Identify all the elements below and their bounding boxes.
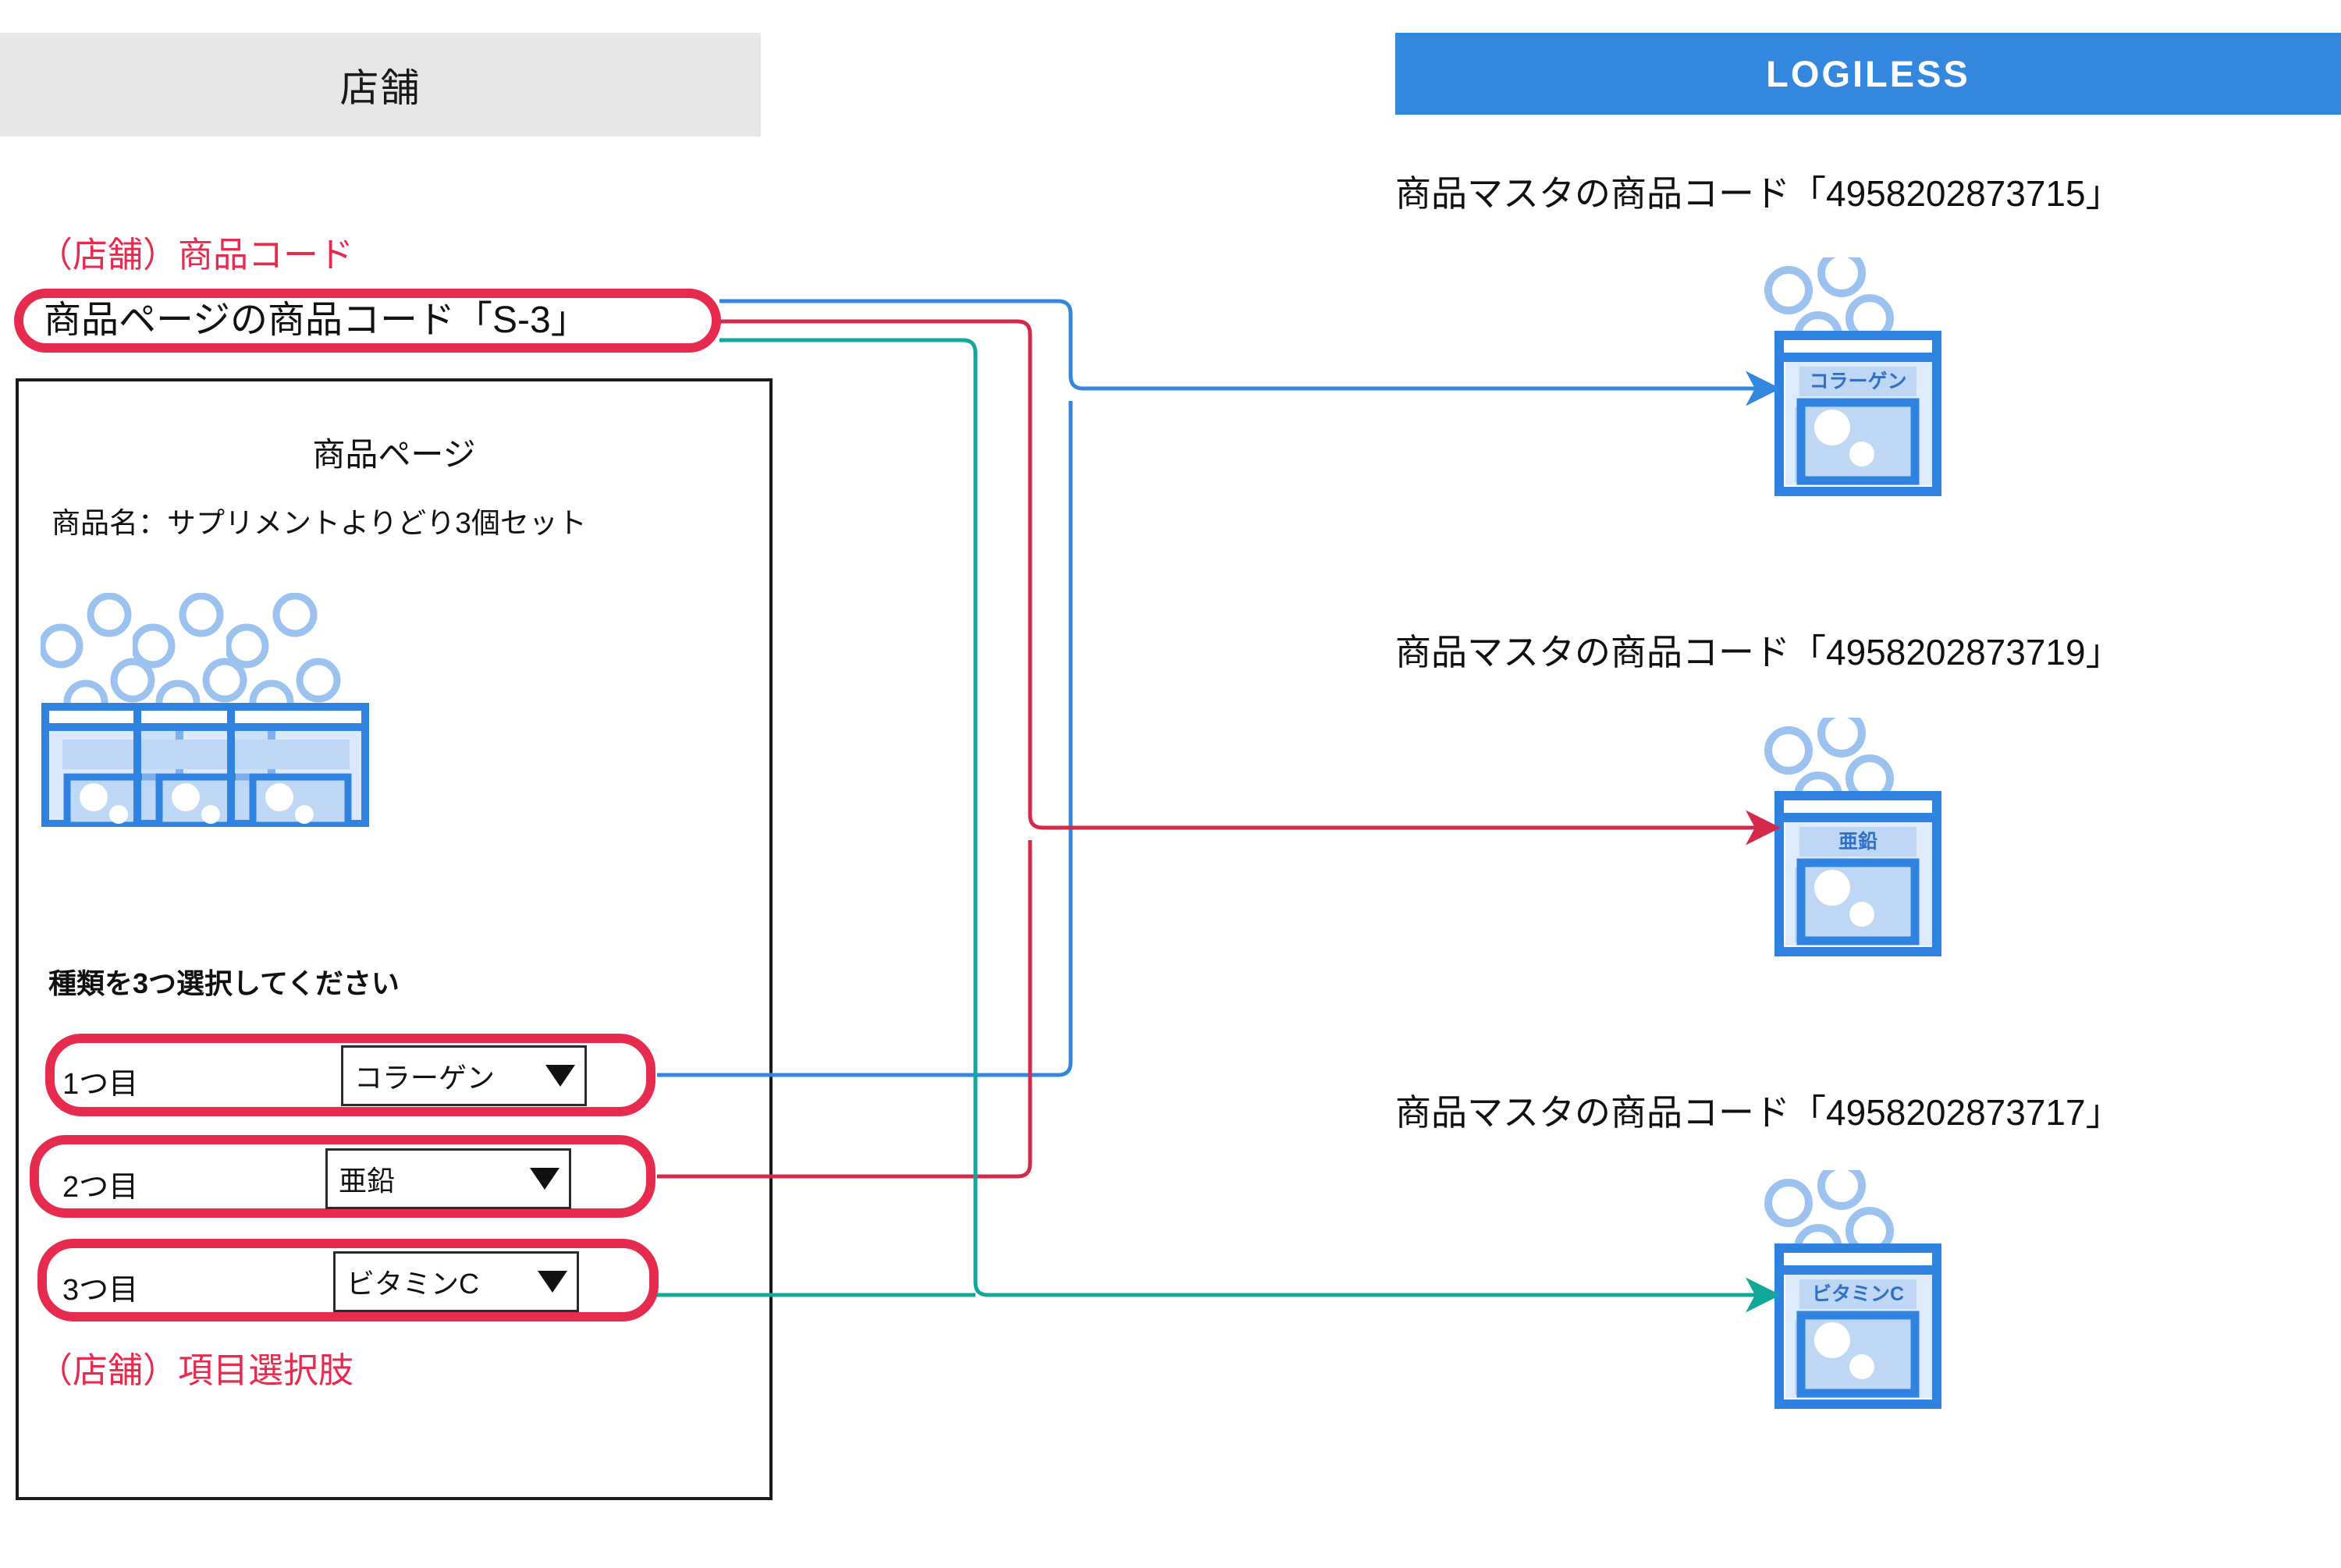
store-option-caption: （店舗）項目選択肢 bbox=[37, 1350, 354, 1390]
choose-instruction-text: 種類を3つ選択してください bbox=[48, 967, 400, 999]
master-packet-icon-1: コラーゲン bbox=[1764, 257, 1966, 538]
product-packet-icon-3 bbox=[226, 593, 390, 827]
master-code-label-1: 商品マスタの商品コード「4958202873715」 bbox=[1395, 173, 2122, 214]
option-3-value: ビタミンC bbox=[346, 1268, 479, 1300]
option-1-value: コラーゲン bbox=[354, 1062, 496, 1094]
option-2-label: 2つ目 bbox=[62, 1171, 139, 1204]
product-name-text: 商品名：サプリメントよりどり3個セット bbox=[52, 507, 587, 539]
master-packet-label-1: コラーゲン bbox=[1809, 371, 1906, 392]
wire-teal-code-to-vitaminc bbox=[719, 338, 1781, 1313]
option-3-label: 3つ目 bbox=[62, 1274, 139, 1307]
store-header-label: 店舗 bbox=[339, 66, 421, 110]
store-code-text: 商品ページの商品コード「S-3」 bbox=[44, 300, 588, 341]
option-2-select[interactable]: 亜鉛 bbox=[325, 1148, 571, 1209]
master-packet-label-2: 亜鉛 bbox=[1838, 830, 1877, 853]
wire-blue-code-to-collagen bbox=[719, 299, 1781, 406]
wire-red-code-to-zinc bbox=[719, 319, 1781, 846]
option-3-select[interactable]: ビタミンC bbox=[333, 1251, 579, 1312]
caret-down-icon bbox=[538, 1271, 567, 1293]
caret-down-icon bbox=[545, 1065, 575, 1087]
product-page-panel: 商品ページ bbox=[16, 378, 773, 1500]
caret-down-icon bbox=[530, 1168, 559, 1190]
master-code-label-2: 商品マスタの商品コード「4958202873719」 bbox=[1395, 632, 2122, 672]
master-packet-icon-2: 亜鉛 bbox=[1764, 718, 1966, 999]
store-code-caption: （店舗）商品コード bbox=[37, 235, 354, 275]
master-packet-label-3: ビタミンC bbox=[1812, 1283, 1904, 1305]
option-2-value: 亜鉛 bbox=[339, 1165, 396, 1197]
option-1-label: 1つ目 bbox=[62, 1068, 139, 1101]
store-code-highlight-pill bbox=[14, 289, 721, 353]
master-code-label-3: 商品マスタの商品コード「4958202873717」 bbox=[1395, 1092, 2122, 1133]
logiless-header-banner: LOGILESS bbox=[1395, 33, 2341, 115]
master-packet-icon-3: ビタミンC bbox=[1764, 1170, 1966, 1451]
option-1-select[interactable]: コラーゲン bbox=[341, 1045, 587, 1106]
logiless-header-label: LOGILESS bbox=[1766, 53, 1970, 94]
product-page-title: 商品ページ bbox=[312, 436, 476, 473]
store-header-banner: 店舗 bbox=[0, 33, 761, 137]
